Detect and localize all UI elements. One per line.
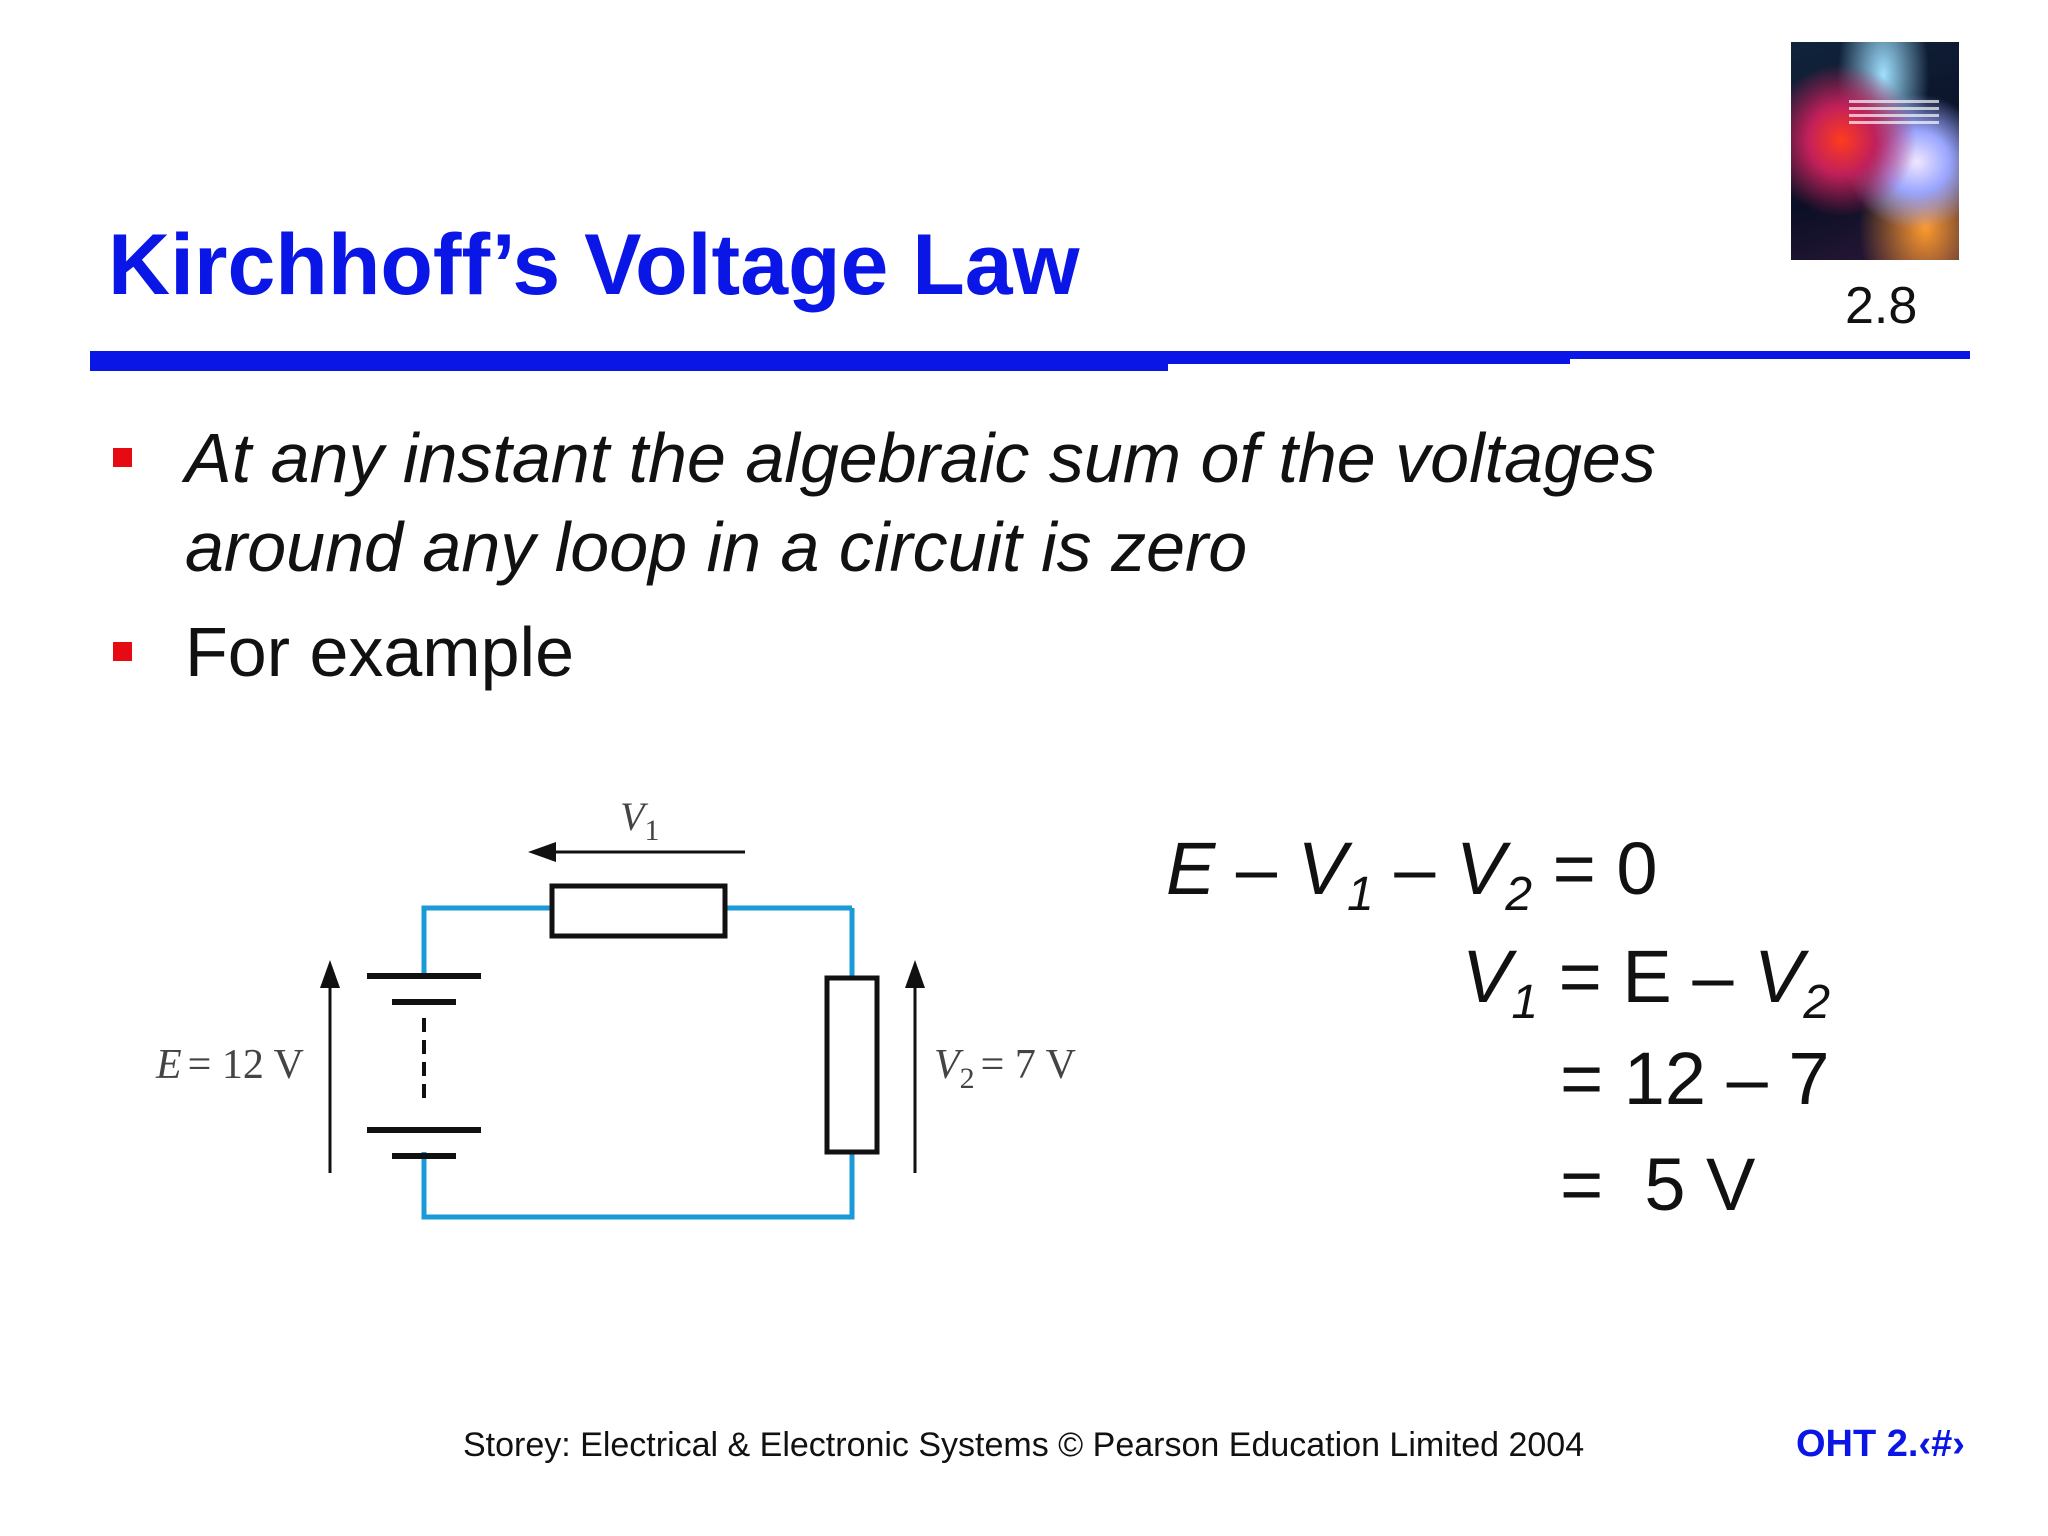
battery-symbol [367, 973, 481, 1159]
v2-label: V2= 7 V [934, 1042, 1076, 1095]
equation-line-4: = 5 V [1560, 1143, 1756, 1226]
resistor-r1 [549, 883, 728, 939]
equation-line-2: V1 = E – V2 [1462, 935, 1831, 1029]
e-arrow-head [320, 960, 340, 988]
book-cover-image [1791, 42, 1959, 260]
title-rule-right [1570, 351, 1970, 359]
circuit-wires [421, 905, 855, 1220]
v1-label: V1 [620, 794, 659, 847]
equation-line-1: E – V1 – V2 = 0 [1166, 827, 1658, 921]
e-label: E= 12 V [155, 1042, 304, 1088]
bullet-1-line-1: At any instant the algebraic sum of the … [185, 419, 1656, 497]
resistor-r2 [824, 975, 880, 1155]
wire-top-left [421, 905, 552, 976]
bullet-1-line-2: around any loop in a circuit is zero [185, 508, 1248, 586]
title-rule-left [90, 351, 1168, 371]
bullet-marker-1 [113, 448, 132, 467]
title-rule-middle [1168, 351, 1570, 364]
book-cover-title-text [1849, 100, 1939, 126]
bullet-2-line-1: For example [185, 613, 575, 691]
slide-number: 2.8 [1845, 277, 1918, 335]
slide-title: Kirchhoff’s Voltage Law [108, 217, 1080, 313]
v1-arrow-head [528, 842, 556, 862]
bullet-marker-2 [113, 642, 132, 661]
voltage-arrows [320, 842, 925, 1173]
footer-page-number: OHT 2.‹#› [1796, 1423, 1965, 1465]
equation-line-3: = 12 – 7 [1560, 1037, 1830, 1120]
v2-arrow-head [905, 960, 925, 988]
footer-credit: Storey: Electrical & Electronic Systems … [463, 1426, 1585, 1464]
wire-right-bottom [421, 1152, 855, 1220]
